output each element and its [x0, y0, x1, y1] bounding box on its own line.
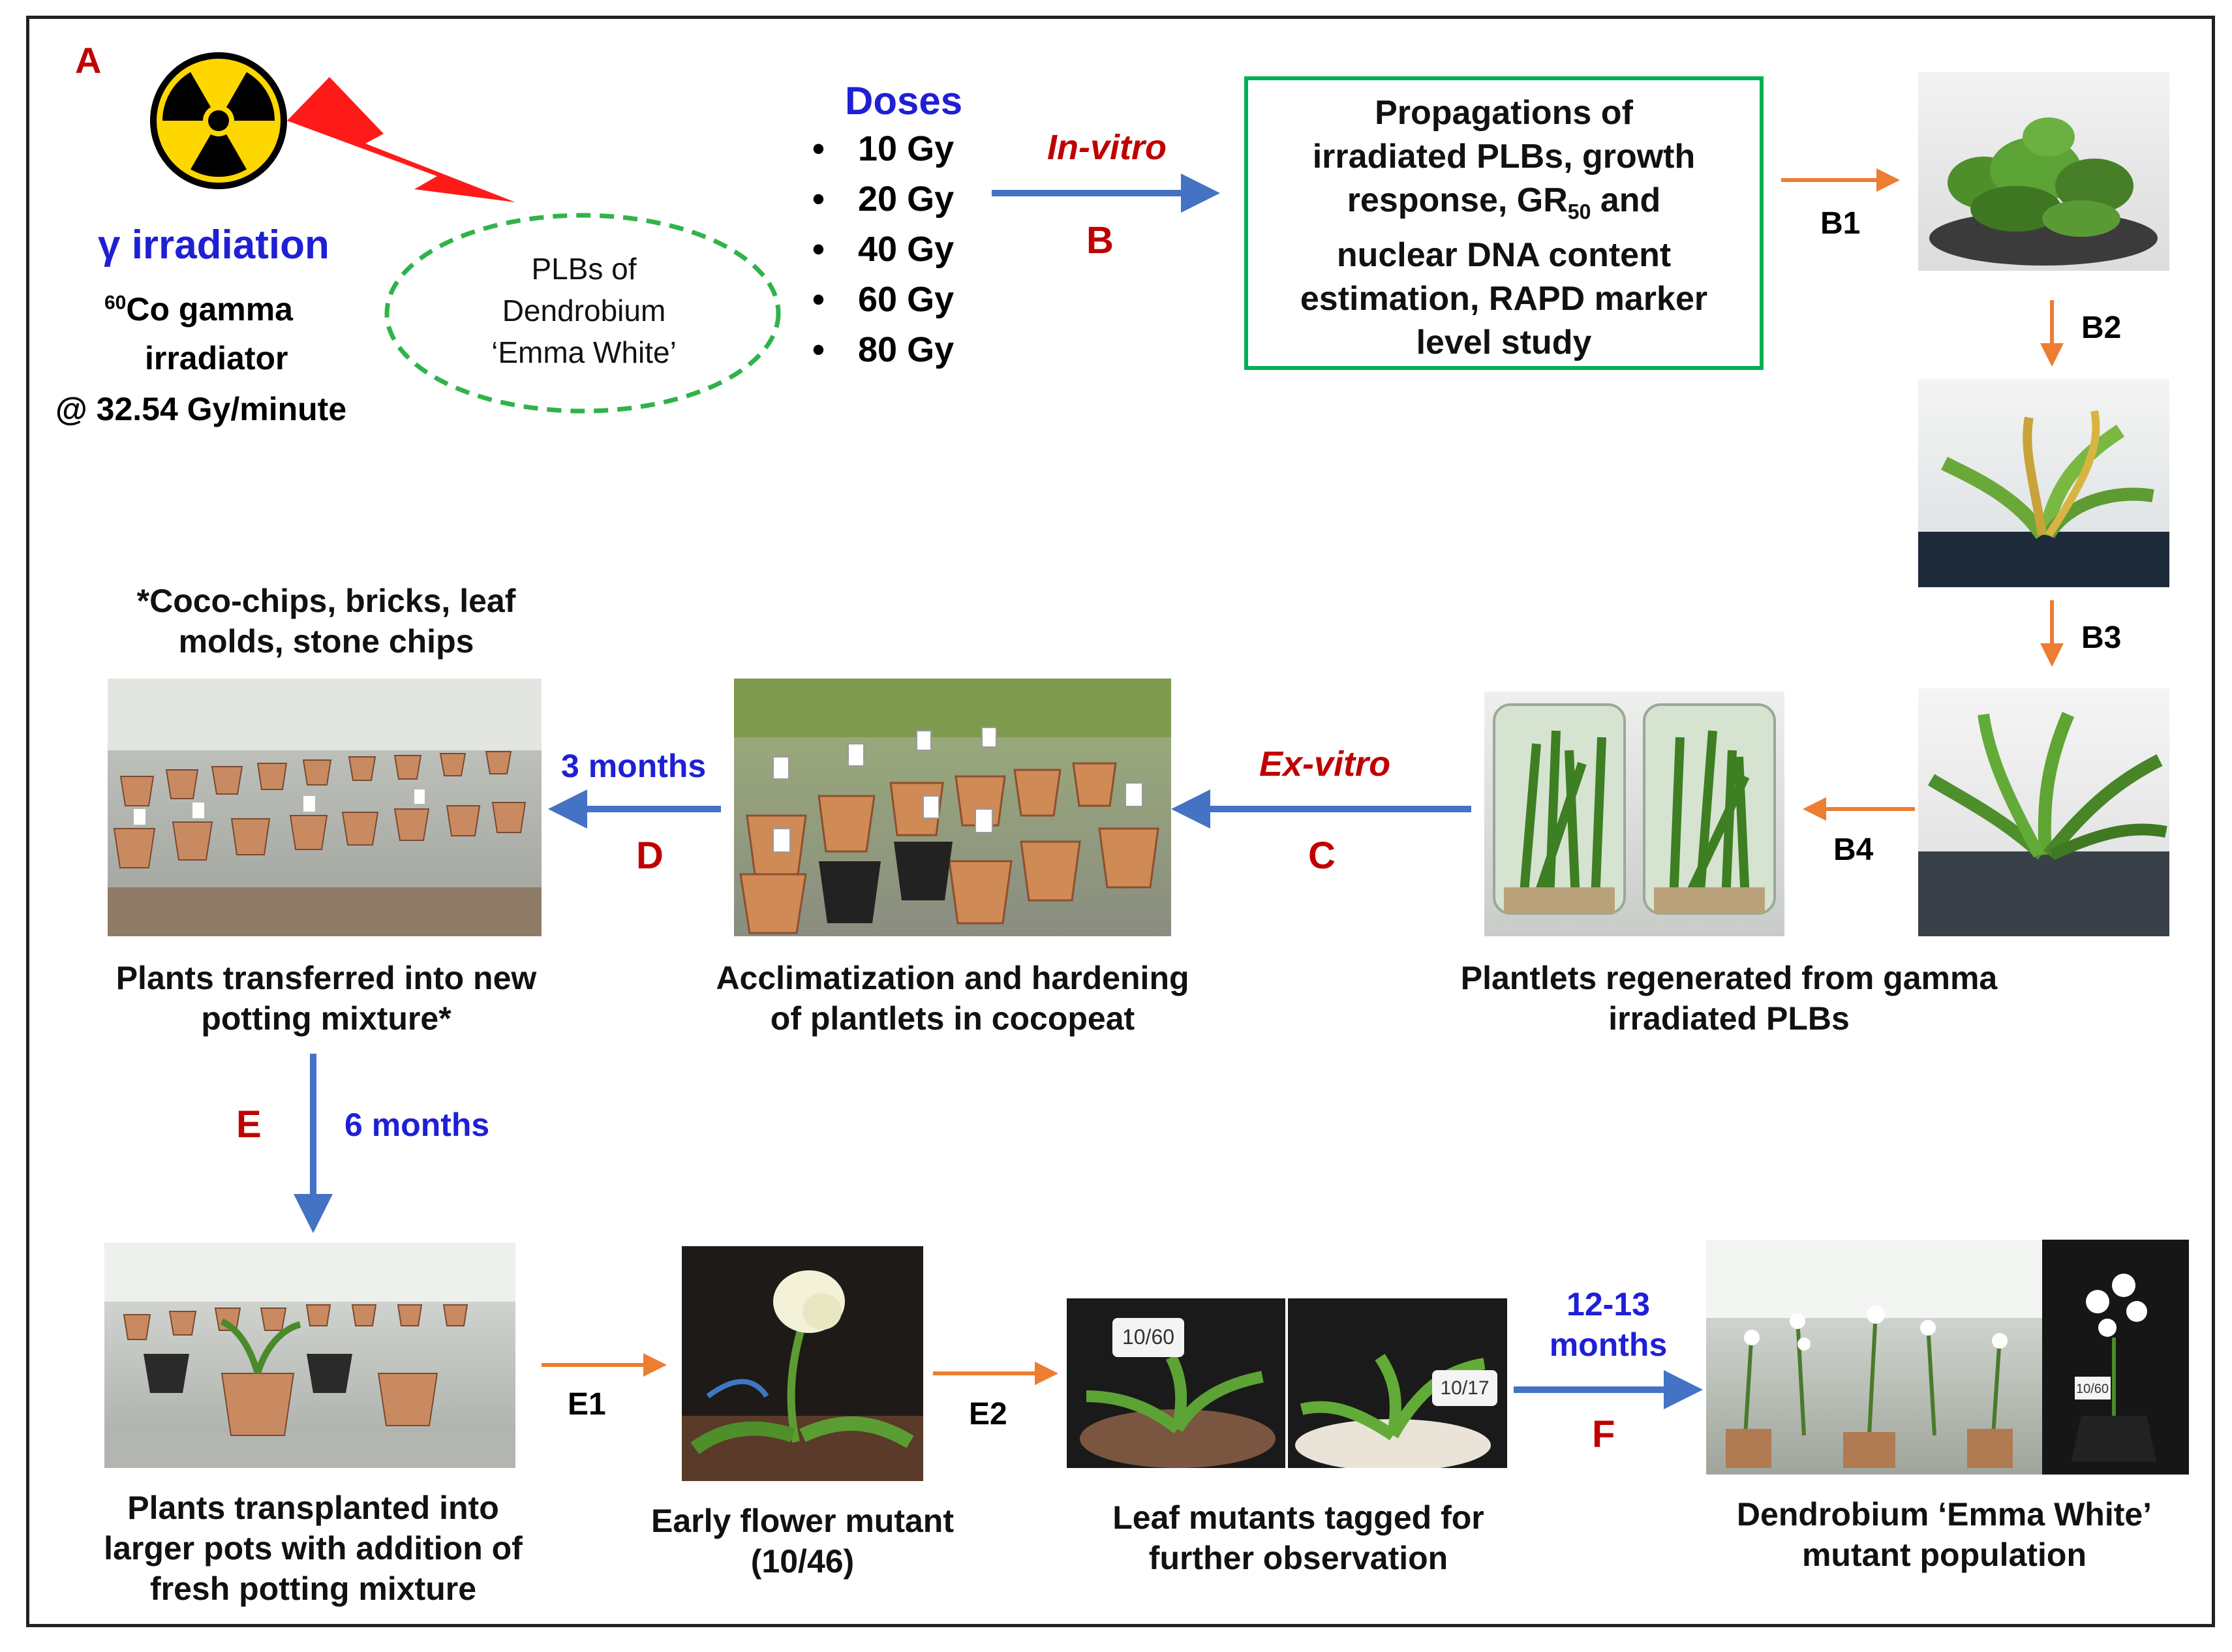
caption-regenerated: Plantlets regenerated from gamma irradia… [1435, 958, 2023, 1039]
caption-mutant-population: Dendrobium ‘Emma White’ mutant populatio… [1677, 1494, 2212, 1575]
potting-note-line1: *Coco-chips, bricks, leaf [136, 583, 516, 619]
leaf-tag-b: 10/17 [1440, 1377, 1489, 1399]
three-months-label: 3 months [561, 748, 707, 784]
photo-mutant-population: 10/60 [1706, 1240, 2189, 1475]
lightning-bolt-icon [287, 77, 515, 202]
photo-leaf-mutants: 10/60 10/17 [1067, 1298, 1507, 1468]
caption-transplanted-line3: fresh potting mixture [149, 1570, 477, 1607]
caption-transferred-line2: potting mixture* [201, 1000, 451, 1037]
twelve-months-line2: months [1549, 1326, 1668, 1363]
study-line1: Propagations of [1375, 94, 1633, 132]
dose-item: 80 Gy [812, 325, 954, 375]
caption-regenerated-line2: irradiated PLBs [1608, 1000, 1850, 1037]
irradiator-line2: irradiator [145, 340, 288, 376]
potting-note-line2: molds, stone chips [178, 623, 474, 660]
caption-leaf-mutants: Leaf mutants tagged for further observat… [1044, 1497, 1553, 1578]
plbs-line1: PLBs of [531, 252, 637, 286]
caption-transplanted-line1: Plants transplanted into [127, 1490, 499, 1526]
irradiator-name: Co gamma [126, 291, 293, 328]
label-b3: B3 [2081, 620, 2122, 655]
study-line3: response, GR50 and [1249, 179, 1758, 234]
dose-item: 60 Gy [812, 275, 954, 325]
plbs-line2: Dendrobium [502, 294, 666, 328]
leaf-tag-a: 10/60 [1122, 1325, 1174, 1349]
label-b1: B1 [1820, 206, 1861, 241]
caption-leaf-mutants-line2: further observation [1148, 1540, 1448, 1576]
twelve-months-label: 12-13 months [1520, 1284, 1696, 1365]
caption-transplanted-line2: larger pots with addition of [104, 1530, 523, 1567]
six-months-label: 6 months [344, 1107, 490, 1143]
caption-acclimatization-line2: of plantlets in cocopeat [770, 1000, 1135, 1037]
caption-early-flower: Early flower mutant (10/46) [607, 1501, 998, 1582]
potting-note: *Coco-chips, bricks, leaf molds, stone c… [98, 581, 555, 662]
dose-item: 10 Gy [812, 124, 954, 174]
photo-regenerated-plantlets [1484, 692, 1784, 936]
photo-b2-culture-jar [1918, 378, 2169, 587]
irradiation-title: γ irradiation [98, 222, 329, 268]
gr50-subscript: 50 [1567, 200, 1591, 224]
study-box [1244, 76, 1764, 370]
photo-acclimatization [734, 679, 1171, 936]
caption-mutant-population-line2: mutant population [1801, 1537, 2087, 1573]
label-a: A [75, 40, 102, 81]
caption-acclimatization-line1: Acclimatization and hardening [716, 960, 1189, 996]
caption-transplanted: Plants transplanted into larger pots wit… [65, 1488, 561, 1609]
plbs-ellipse [384, 213, 781, 414]
caption-acclimatization: Acclimatization and hardening of plantle… [679, 958, 1227, 1039]
twelve-months-line1: 12-13 [1567, 1286, 1650, 1323]
dose-rate: @ 32.54 Gy/minute [55, 391, 347, 427]
photo-plants-transferred [108, 679, 542, 936]
irradiator-line1: 60Co gamma [104, 290, 293, 328]
label-e2: E2 [969, 1397, 1007, 1431]
photo-early-flower-mutant [682, 1246, 923, 1481]
caption-early-flower-line1: Early flower mutant [651, 1503, 954, 1539]
photo-plants-transplanted [104, 1243, 515, 1468]
photo-b3-culture-jar [1918, 688, 2169, 936]
photo-b1-culture-jar [1918, 72, 2169, 271]
caption-transferred: Plants transferred into new potting mixt… [85, 958, 568, 1039]
study-line4: nuclear DNA content [1336, 236, 1672, 275]
in-vitro-label: In-vitro [1047, 128, 1167, 167]
plbs-line3: ‘Emma White’ [491, 335, 677, 369]
radiation-icon [150, 52, 287, 189]
study-line3-b: and [1591, 181, 1661, 219]
label-d: D [636, 834, 664, 877]
cobalt-isotope: 60 [104, 292, 127, 314]
study-line6: level study [1416, 324, 1592, 362]
study-box-text: Propagations of irradiated PLBs, growth … [1249, 91, 1758, 365]
figure-frame [26, 16, 2215, 1627]
dose-item: 40 Gy [812, 224, 954, 275]
label-e1: E1 [568, 1387, 606, 1422]
caption-early-flower-line2: (10/46) [750, 1543, 855, 1580]
doses-list: 10 Gy 20 Gy 40 Gy 60 Gy 80 Gy [812, 124, 954, 375]
label-b: B [1086, 219, 1114, 262]
label-c: C [1308, 834, 1336, 877]
label-f: F [1592, 1413, 1615, 1456]
caption-transferred-line1: Plants transferred into new [115, 960, 537, 996]
label-b4: B4 [1833, 833, 1874, 867]
study-line5: estimation, RAPD marker [1300, 280, 1708, 318]
caption-leaf-mutants-line1: Leaf mutants tagged for [1112, 1499, 1484, 1536]
caption-regenerated-line1: Plantlets regenerated from gamma [1460, 960, 1998, 996]
study-line2: irradiated PLBs, growth [1312, 138, 1696, 176]
label-e: E [236, 1103, 262, 1146]
label-b2: B2 [2081, 311, 2122, 345]
study-line3-a: response, GR [1347, 181, 1568, 219]
plbs-text: PLBs of Dendrobium ‘Emma White’ [418, 248, 750, 373]
caption-mutant-population-line1: Dendrobium ‘Emma White’ [1736, 1496, 2152, 1533]
population-tag: 10/60 [2076, 1382, 2109, 1396]
dose-item: 20 Gy [812, 174, 954, 224]
doses-title: Doses [845, 79, 963, 123]
ex-vitro-label: Ex-vitro [1259, 744, 1391, 784]
